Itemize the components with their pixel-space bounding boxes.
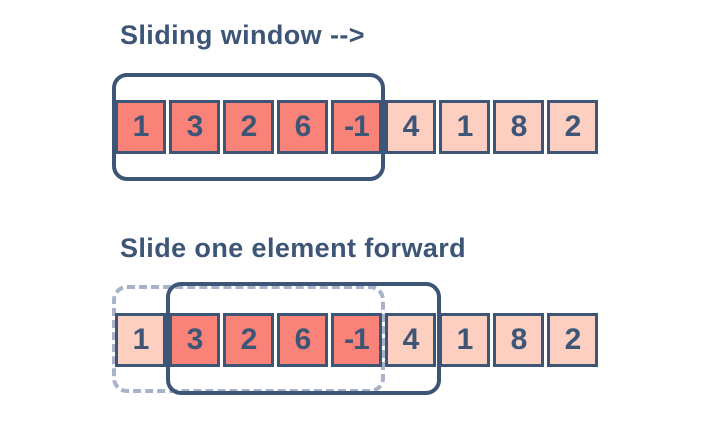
array-cell: 1 bbox=[439, 313, 490, 367]
array-cell: 2 bbox=[223, 100, 274, 154]
array-cell: 2 bbox=[547, 100, 598, 154]
sliding-window-outline bbox=[112, 73, 385, 181]
array-cell: 3 bbox=[169, 100, 220, 154]
array-cell: 8 bbox=[493, 100, 544, 154]
array-cell: -1 bbox=[331, 313, 382, 367]
array-cell: 3 bbox=[169, 313, 220, 367]
array-cell: 1 bbox=[439, 100, 490, 154]
array-cell: 2 bbox=[547, 313, 598, 367]
array-cell: 4 bbox=[385, 100, 436, 154]
array-cell: 4 bbox=[385, 313, 436, 367]
array-cell: 1 bbox=[115, 313, 166, 367]
array-cell: 2 bbox=[223, 313, 274, 367]
diagram-title-sliding-window: Sliding window --> bbox=[120, 20, 365, 50]
array-cell: -1 bbox=[331, 100, 382, 154]
diagram-title-slide-forward: Slide one element forward bbox=[120, 233, 467, 263]
array-cell: 6 bbox=[277, 100, 328, 154]
array-cell: 8 bbox=[493, 313, 544, 367]
array-cell: 1 bbox=[115, 100, 166, 154]
array-cell: 6 bbox=[277, 313, 328, 367]
